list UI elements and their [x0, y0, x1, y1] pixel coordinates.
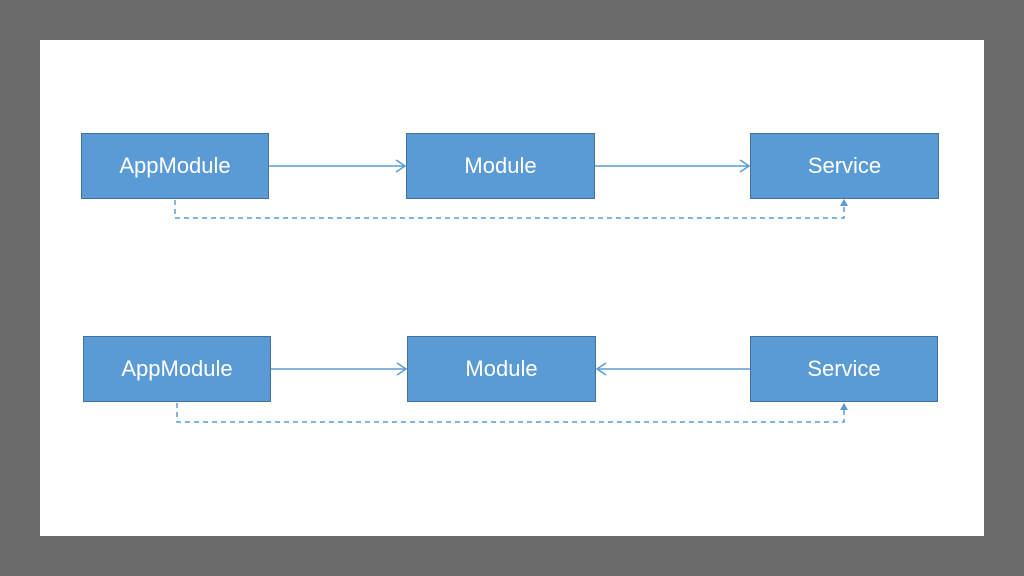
node-label: Module — [464, 153, 537, 178]
node-label: AppModule — [121, 356, 233, 381]
node-service: Service — [750, 133, 939, 199]
diagram-canvas — [40, 40, 984, 536]
node-label: Service — [807, 153, 882, 178]
node-appmodule: AppModule — [83, 336, 271, 402]
node-module: Module — [407, 336, 596, 402]
node-appmodule: AppModule — [81, 133, 269, 199]
node-label: Service — [807, 356, 881, 381]
node-module: Module — [406, 133, 595, 199]
node-label: AppModule — [119, 153, 231, 178]
node-service: Service — [750, 336, 938, 402]
node-label: Module — [465, 356, 538, 381]
